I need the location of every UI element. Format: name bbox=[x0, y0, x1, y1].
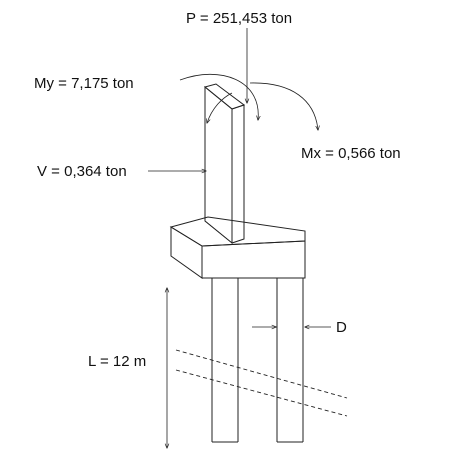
pile-left bbox=[211, 278, 239, 443]
axial-load-label: P = 251,453 ton bbox=[186, 10, 292, 27]
pile-cap bbox=[169, 216, 306, 279]
moment-x-label: Mx = 0,566 ton bbox=[301, 145, 401, 162]
moment-x-arc bbox=[249, 82, 318, 130]
moment-y-arc-left bbox=[207, 92, 233, 123]
pile-length-label: L = 12 m bbox=[88, 353, 146, 370]
moment-y-arc bbox=[179, 73, 258, 120]
piles bbox=[211, 278, 304, 443]
pile-diameter-label: D bbox=[336, 319, 347, 336]
break-line-lower bbox=[175, 369, 348, 417]
column bbox=[203, 83, 246, 245]
shear-label: V = 0,364 ton bbox=[37, 163, 127, 180]
break-line-upper bbox=[175, 349, 348, 399]
pile-right bbox=[276, 278, 304, 443]
moment-y-label: My = 7,175 ton bbox=[34, 75, 134, 92]
pile-cap-left-face bbox=[170, 226, 203, 279]
column-top-face bbox=[203, 83, 246, 110]
column-right-face bbox=[231, 104, 245, 244]
break-lines bbox=[175, 349, 348, 417]
column-bottom-edge bbox=[204, 220, 233, 244]
pile-cap-front-face bbox=[201, 240, 306, 279]
